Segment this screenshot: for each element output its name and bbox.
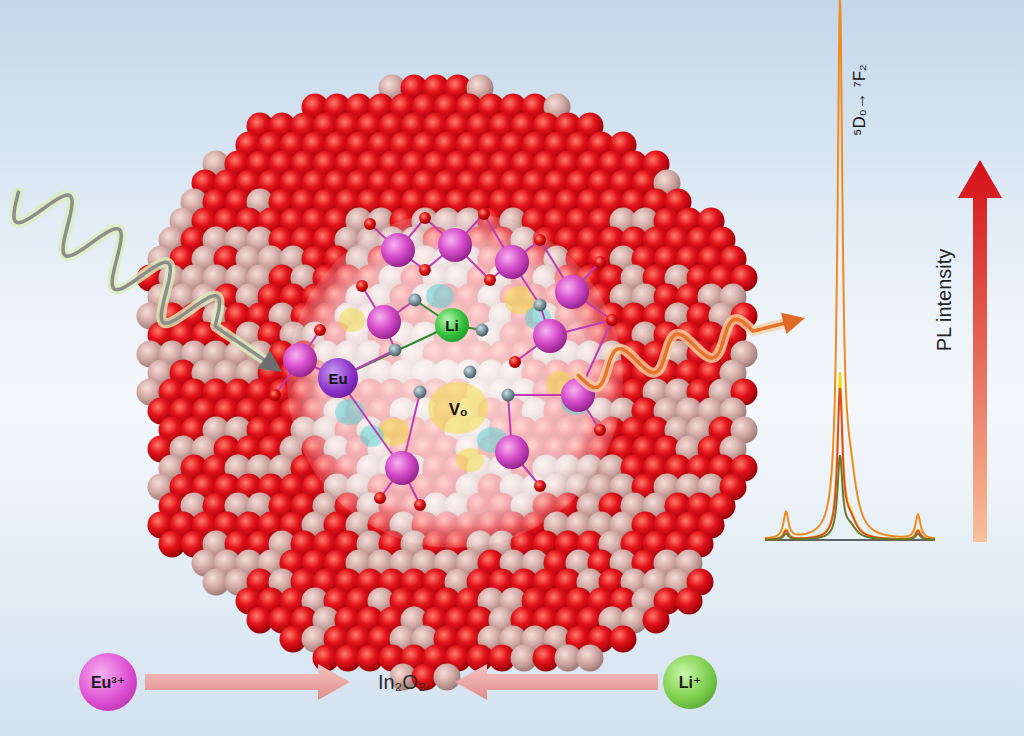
dopant-site — [414, 386, 427, 399]
oxygen-atom — [374, 492, 386, 504]
oxygen-atom — [419, 264, 431, 276]
emission-wave — [578, 313, 805, 388]
intensity-arrow — [958, 160, 1002, 542]
isosurface — [335, 399, 365, 425]
zoom-halo — [287, 212, 623, 548]
eu-ion: Eu³⁺ — [79, 653, 137, 711]
oxygen-atom — [419, 212, 431, 224]
spectrum-curve — [765, 372, 935, 539]
dopant-site — [389, 344, 402, 357]
wave-line — [578, 319, 791, 387]
indium-atom — [367, 305, 401, 339]
atom-label: Li⁺ — [679, 673, 702, 692]
oxygen-atom — [534, 480, 546, 492]
isosurface — [339, 308, 365, 332]
dopant-site — [502, 389, 515, 402]
axis-label: PL intensity — [933, 249, 956, 352]
lattice-atom — [676, 588, 703, 615]
indium-atom — [385, 451, 419, 485]
indium-atom — [495, 435, 529, 469]
isosurface — [426, 284, 454, 308]
transition-label: ⁵D₀→ ⁷F₂ — [850, 64, 870, 135]
oxygen-atom — [509, 356, 521, 368]
isosurface — [456, 448, 484, 472]
dopant-site — [464, 366, 477, 379]
atom-label: Li — [445, 317, 458, 334]
oxygen-atom — [484, 274, 496, 286]
spectrum-curve — [765, 388, 935, 539]
oxygen-atom — [534, 234, 546, 246]
oxygen-atom — [314, 324, 326, 336]
oxygen-atom — [414, 499, 426, 511]
wave-glow — [578, 319, 791, 387]
doping-arrow — [145, 664, 350, 700]
lattice-atom — [643, 607, 670, 634]
atom-label: Eu³⁺ — [91, 673, 125, 692]
indium-atom — [283, 343, 317, 377]
oxygen-atom — [594, 256, 606, 268]
eu-atom: Eu — [318, 358, 358, 398]
local-structure — [269, 208, 618, 511]
arrow-head — [258, 351, 282, 372]
li-ion: Li⁺ — [663, 655, 717, 709]
arrow-head — [781, 313, 805, 334]
indium-atom — [555, 275, 589, 309]
dopant-site — [409, 294, 422, 307]
host-label: In₂O₃ — [378, 671, 426, 694]
excitation-wave — [14, 192, 282, 372]
indium-atom — [495, 245, 529, 279]
dopant-site — [476, 324, 489, 337]
wave-line — [14, 192, 270, 364]
oxygen-atom — [364, 218, 376, 230]
oxygen-atom — [606, 314, 618, 326]
dopant-site — [534, 299, 547, 312]
atom-label: Eu — [328, 370, 347, 387]
spectrum-curve — [765, 455, 935, 539]
li-atom: Li — [435, 308, 469, 342]
oxygen-atom — [269, 389, 281, 401]
oxygen-atom — [356, 280, 368, 292]
lattice-atom — [577, 645, 604, 672]
indium-atom — [533, 319, 567, 353]
indium-atom — [381, 233, 415, 267]
lattice-atom — [610, 626, 637, 653]
lattice-atom — [434, 664, 461, 691]
spectrum-curve — [765, 0, 935, 538]
pl-spectrum — [765, 0, 935, 540]
doping-arrow — [455, 664, 658, 700]
indium-atom — [438, 228, 472, 262]
vacancy-label: Vₒ — [449, 400, 467, 420]
wave-glow — [14, 192, 270, 364]
oxygen-atom — [478, 208, 490, 220]
oxygen-atom — [594, 424, 606, 436]
isosurface — [428, 382, 488, 434]
crystal — [137, 75, 758, 691]
